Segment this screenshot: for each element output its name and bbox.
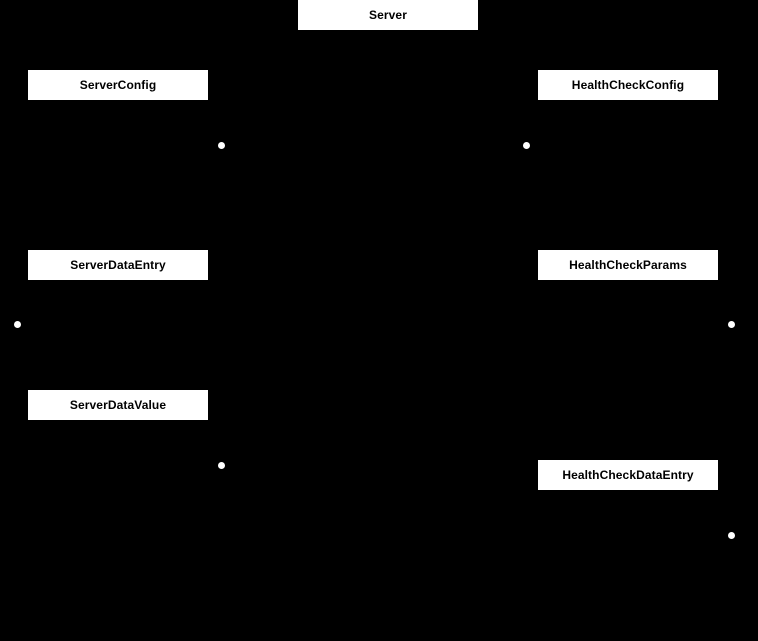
node-health-check-params[interactable]: HealthCheckParams xyxy=(538,250,718,280)
marker-health-check-config-edge xyxy=(522,141,530,149)
node-health-check-params-label: HealthCheckParams xyxy=(569,258,687,272)
node-server-data-entry-label: ServerDataEntry xyxy=(70,258,166,272)
edge-hc-config-to-hc-params xyxy=(627,100,628,250)
node-server-config-label: ServerConfig xyxy=(79,78,157,92)
node-health-check-data-entry[interactable]: HealthCheckDataEntry xyxy=(538,460,718,490)
marker-health-check-data-edge xyxy=(727,531,735,539)
edge-server-to-server-config xyxy=(117,29,310,70)
node-server-data-entry[interactable]: ServerDataEntry xyxy=(28,250,208,280)
node-health-check-data-entry-label: HealthCheckDataEntry xyxy=(562,468,694,482)
edge-server-to-health-check-config xyxy=(465,30,628,71)
edge-data-entry-to-data-value xyxy=(117,280,118,390)
node-server-label: Server xyxy=(369,8,407,22)
node-server-config[interactable]: ServerConfig xyxy=(28,70,208,100)
edge-hc-params-to-hc-data-entry xyxy=(627,280,628,460)
edge-config-to-data-entry xyxy=(117,100,118,250)
marker-server-data-entry-edge xyxy=(13,320,21,328)
node-server-data-value-label: ServerDataValue xyxy=(69,398,167,412)
node-health-check-config[interactable]: HealthCheckConfig xyxy=(538,70,718,100)
node-health-check-config-label: HealthCheckConfig xyxy=(571,78,685,92)
marker-server-config-edge xyxy=(217,141,225,149)
marker-health-check-params-edge xyxy=(727,320,735,328)
marker-server-data-value-edge xyxy=(217,461,225,469)
node-server[interactable]: Server xyxy=(298,0,478,30)
node-server-data-value[interactable]: ServerDataValue xyxy=(28,390,208,420)
